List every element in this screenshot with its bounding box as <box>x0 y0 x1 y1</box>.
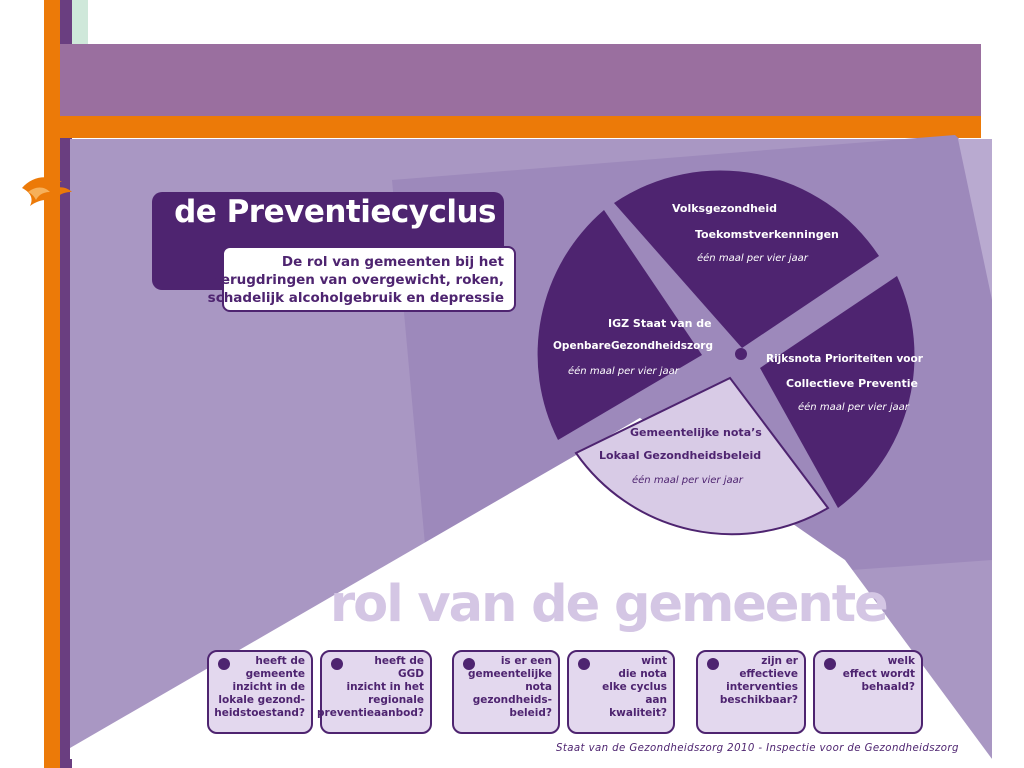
question-line: gezondheids- <box>472 694 552 706</box>
section-heading: rol van de gemeente <box>330 575 889 634</box>
subtitle-line: schadelijk alcoholgebruik en depressie <box>207 290 504 306</box>
question-box: zijn er effectieve interventies beschikb… <box>696 650 806 734</box>
segment-right-frequency: één maal per vier jaar <box>798 401 910 413</box>
footer-caption: Staat van de Gezondheidszorg 2010 - Insp… <box>556 743 959 754</box>
question-box: heeft de GGD inzicht in het regionale pr… <box>317 650 432 734</box>
question-line: heeft de <box>255 655 305 667</box>
orange-header-bar <box>44 116 981 138</box>
question-text: heeft de gemeente inzicht in de lokale g… <box>214 655 305 720</box>
bullet-icon <box>824 658 836 670</box>
question-line: die nota <box>618 668 667 680</box>
pie-center-dot <box>735 348 747 360</box>
question-line: welk <box>887 655 915 667</box>
question-line: inzicht in het <box>346 681 424 693</box>
question-box: heeft de gemeente inzicht in de lokale g… <box>207 650 313 734</box>
pie-segment-bottom <box>574 376 830 536</box>
question-line: effectieve <box>739 668 798 680</box>
segment-left-line-1: IGZ Staat van de <box>608 317 712 330</box>
question-box: is er een gemeentelijke nota gezondheids… <box>452 650 560 734</box>
bullet-icon <box>331 658 343 670</box>
pie-segment-right <box>760 276 915 508</box>
question-line: elke cyclus <box>602 681 667 693</box>
question-line: GGD <box>398 668 424 680</box>
question-line: nota <box>525 681 552 693</box>
mint-accent <box>72 0 88 44</box>
segment-bottom-frequency: één maal per vier jaar <box>632 474 744 486</box>
bullet-icon <box>463 658 475 670</box>
segment-left-line-2: OpenbareGezondheidszorg <box>553 340 713 352</box>
subtitle-line: De rol van gemeenten bij het <box>281 254 504 270</box>
question-text: heeft de GGD inzicht in het regionale pr… <box>317 655 424 720</box>
segment-bottom-line-1: Gemeentelijke nota’s <box>630 426 762 439</box>
segment-top-line-1: Volksgezondheid <box>672 202 777 215</box>
question-text: welk effect wordt behaald? <box>843 655 915 694</box>
segment-top-line-2: Toekomstverkenningen <box>695 228 839 241</box>
subtitle-line: terugdringen van overgewicht, roken, <box>214 272 504 288</box>
question-line: is er een <box>500 655 552 667</box>
bullet-icon <box>218 658 230 670</box>
segment-left-frequency: één maal per vier jaar <box>568 365 680 377</box>
question-line: regionale <box>368 694 424 706</box>
header-band <box>60 44 981 116</box>
preventie-cycle-pie <box>537 170 915 536</box>
flame-logo-icon <box>22 177 72 206</box>
question-line: gemeentelijke <box>467 668 552 680</box>
question-text: zijn er effectieve interventies beschikb… <box>720 655 798 707</box>
question-line: aan <box>645 694 667 706</box>
segment-top-frequency: één maal per vier jaar <box>697 252 809 264</box>
bullet-icon <box>707 658 719 670</box>
question-line: zijn er <box>761 655 798 667</box>
segment-right-line-2: Collectieve Preventie <box>786 377 918 390</box>
bullet-icon <box>578 658 590 670</box>
question-box: welk effect wordt behaald? <box>813 650 923 734</box>
question-line: heeft de <box>374 655 424 667</box>
question-text: wint die nota elke cyclus aan kwaliteit? <box>602 655 667 720</box>
question-line: behaald? <box>861 681 916 693</box>
question-line: kwaliteit? <box>609 707 667 719</box>
question-line: heidstoestand? <box>214 707 305 719</box>
question-line: inzicht in de <box>232 681 305 693</box>
question-line: wint <box>641 655 667 667</box>
question-line: interventies <box>726 681 798 693</box>
question-line: beschikbaar? <box>719 694 798 706</box>
question-text: is er een gemeentelijke nota gezondheids… <box>468 655 552 720</box>
subtitle-box: De rol van gemeenten bij het terugdringe… <box>208 246 516 312</box>
question-line: gemeente <box>245 668 305 680</box>
page-title: de Preventiecyclus <box>174 194 496 230</box>
question-box: wint die nota elke cyclus aan kwaliteit? <box>567 650 675 734</box>
right-shade <box>958 139 992 300</box>
pie-segment-left <box>537 210 702 440</box>
segment-bottom-line-2: Lokaal Gezondheidsbeleid <box>599 449 761 462</box>
question-line: preventieaanbod? <box>317 707 424 719</box>
question-line: beleid? <box>509 707 552 719</box>
segment-right-line-1: Rijksnota Prioriteiten voor <box>766 353 924 365</box>
question-line: lokale gezond- <box>218 694 305 706</box>
pie-segment-top <box>614 170 879 348</box>
question-line: effect wordt <box>842 668 915 680</box>
